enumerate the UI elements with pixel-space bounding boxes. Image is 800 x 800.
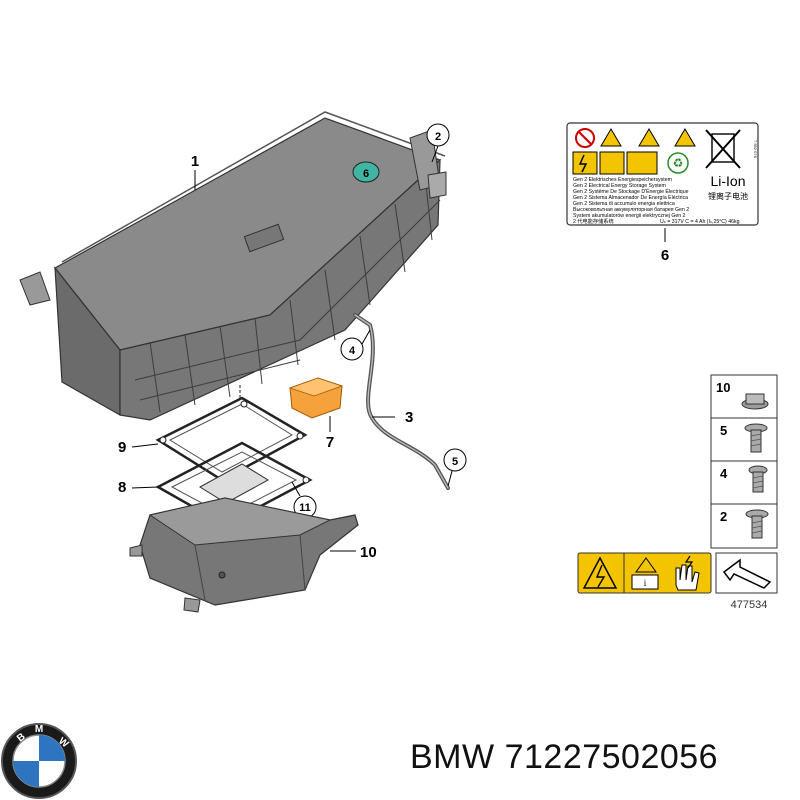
fastener-row-4[interactable]: 4 (720, 465, 768, 493)
label-line-4: Gen 2 Sistema Almacenador De Energía Elé… (573, 195, 688, 201)
callout-9-number: 9 (118, 439, 126, 456)
read-manual-icon (599, 151, 625, 175)
callout-8-number: 8 (118, 479, 126, 496)
orange-component[interactable] (288, 377, 344, 419)
fastener-number: 5 (720, 423, 727, 438)
callout-1-number: 1 (191, 153, 199, 170)
svg-text:i: i (644, 578, 647, 588)
label-line-7: System akumulatorów energii elektrycznej… (573, 213, 686, 219)
do-not-touch-icon (626, 151, 658, 175)
caution-icon (635, 557, 657, 573)
crossed-bin-icon (705, 129, 741, 169)
svg-text:♻: ♻ (673, 156, 684, 170)
hand-shock-icon (675, 555, 700, 591)
battery-pack[interactable] (19, 111, 447, 421)
badge-number: 6 (363, 168, 369, 180)
fastener-number: 2 (720, 509, 727, 524)
callout-3-number: 3 (405, 409, 413, 426)
label-line-6: Высоковольтная аккумуляторная батарея Ge… (573, 207, 689, 213)
svg-text:M: M (35, 724, 43, 735)
callout-2[interactable]: 2 (426, 123, 450, 163)
callout-11-number: 11 (299, 502, 311, 514)
callout-8[interactable]: 8 (118, 479, 159, 496)
flammable-icon (600, 128, 622, 147)
safety-symbols-strip: i (577, 552, 712, 594)
callout-7-number: 7 (326, 434, 334, 451)
callout-6-number: 6 (661, 247, 669, 264)
explosive-icon (674, 128, 696, 147)
fastener-row-10[interactable]: 10 (716, 380, 769, 410)
manual-book-icon (631, 574, 659, 590)
callout-11[interactable]: 11 (291, 481, 317, 519)
callout-4[interactable]: 4 (340, 329, 371, 361)
bmw-logo: B M W (1, 723, 77, 799)
high-voltage-warning-icon (582, 556, 618, 589)
cable[interactable] (353, 313, 450, 490)
label-line-2: Gen 2 Electrical Energy Storage System (573, 183, 666, 189)
callout-2-number: 2 (435, 131, 441, 143)
callout-10-number: 10 (360, 544, 377, 561)
label-line-5: Gen 2 Sistema di accumulo energia elettr… (573, 201, 675, 207)
high-voltage-icon (572, 151, 598, 175)
label-line-1: Gen 2 Elektrisches Energiespeichersystem (573, 177, 672, 183)
fastener-number: 10 (716, 380, 730, 395)
corrosive-icon (638, 128, 660, 147)
reference-number: 477534 (731, 599, 768, 611)
brand-name: BMW (410, 738, 495, 776)
callout-5[interactable]: 5 (443, 448, 467, 487)
callout-7[interactable]: 7 (326, 416, 334, 451)
callout-3[interactable]: 3 (372, 409, 413, 426)
label-chemistry-cn: 锂离子电池 (708, 191, 748, 201)
callout-4-number: 4 (349, 345, 356, 357)
label-chemistry: Li-Ion (710, 173, 745, 189)
fastener-number: 4 (720, 466, 728, 481)
gasket-frame-8[interactable] (155, 441, 313, 527)
callout-10[interactable]: 10 (330, 544, 377, 561)
label-code: 7 552 076 (753, 140, 758, 159)
fastener-row-5[interactable]: 5 (720, 423, 768, 453)
arrow-icon (722, 558, 772, 589)
label-line-3: Gen 2 Système De Stockage D'Énergie Élec… (573, 188, 689, 195)
fastener-row-2[interactable]: 2 (720, 509, 769, 539)
label-ratings: Uₙ = 317V C = 4 Ah (Iₙ,25°C) 46kg (660, 219, 740, 225)
recycle-icon (667, 152, 689, 174)
callout-9[interactable]: 9 (118, 439, 159, 456)
warning-label[interactable]: ♻ Li-Ion 锂离子电池 Gen 2 Elektrisches Energi… (566, 122, 759, 226)
underbody-plate[interactable] (129, 497, 359, 613)
fastener-table: 10 5 4 2 (710, 374, 778, 549)
part-number: 71227502056 (504, 738, 719, 776)
direction-arrow-box (715, 552, 778, 594)
label-location-badge: 6 (352, 161, 380, 183)
callout-5-number: 5 (452, 456, 458, 468)
callout-6[interactable]: 6 (661, 228, 669, 264)
label-line-8: 2 代电能存储系统 (573, 217, 614, 225)
callout-1[interactable]: 1 (191, 153, 199, 190)
